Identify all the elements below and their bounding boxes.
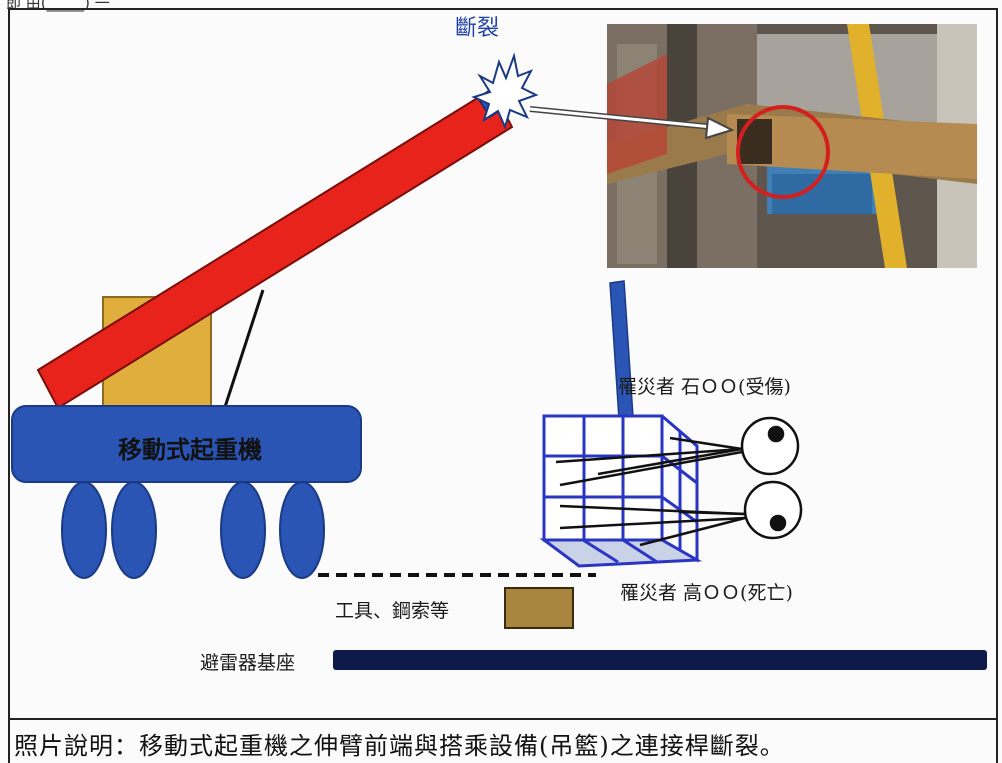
crane-wheel-2 xyxy=(111,481,157,579)
caption-divider xyxy=(8,718,998,720)
frame-top-border xyxy=(8,8,998,10)
accident-photo xyxy=(607,24,977,268)
boom-support-strut xyxy=(223,289,265,408)
crane-wheel-1 xyxy=(61,481,107,579)
frame-right-border xyxy=(996,8,998,763)
tools-label: 工具、鋼索等 xyxy=(335,600,450,622)
pointer-arrow-head xyxy=(704,116,735,140)
lightning-base-label: 避雷器基座 xyxy=(200,652,296,674)
fracture-burst-icon xyxy=(471,52,539,130)
highlight-circle xyxy=(736,105,830,199)
personnel-basket xyxy=(539,414,703,568)
crane-body xyxy=(11,405,362,483)
victim-injured-label: 罹災者 石ＯＯ(受傷) xyxy=(618,376,791,398)
crane-label: 移動式起重機 xyxy=(118,435,262,464)
photo-caption: 照片說明：移動式起重機之伸臂前端與搭乘設備(吊籃)之連接桿斷裂。 xyxy=(14,732,785,760)
fracture-label: 斷裂 xyxy=(455,16,500,41)
crane-boom xyxy=(36,87,514,410)
tools-box xyxy=(504,587,574,629)
victim-injured-figure xyxy=(555,416,800,487)
victim-dead-label: 罹災者 高ＯＯ(死亡) xyxy=(620,582,793,604)
frame-left-border xyxy=(8,8,10,763)
accident-photo-drawing xyxy=(607,24,977,268)
crane-wheel-3 xyxy=(220,481,266,579)
crane-wheel-4 xyxy=(279,481,325,579)
lightning-arrester-base xyxy=(333,650,987,670)
victim-dead-figure xyxy=(559,480,803,547)
